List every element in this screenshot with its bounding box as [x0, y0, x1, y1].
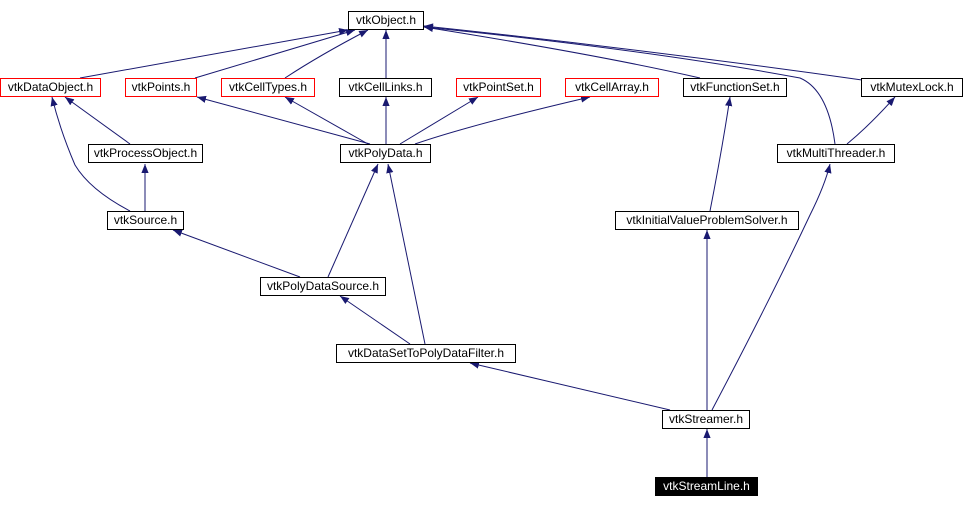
edge-celltypes-object: [284, 29, 369, 79]
node-vtkmutexlock[interactable]: vtkMutexLock.h: [861, 78, 963, 97]
edge-filter-polydata: [386, 163, 426, 345]
edge-polydata-cellarray: [414, 95, 591, 145]
edge-ivps-functionset: [709, 96, 733, 212]
node-vtkfunctionset[interactable]: vtkFunctionSet.h: [683, 78, 787, 97]
edge-polydata-pointset: [399, 96, 479, 145]
node-vtkinitialvalueproblemsolver[interactable]: vtkInitialValueProblemSolver.h: [615, 211, 799, 230]
edge-polydata-points: [196, 95, 371, 145]
node-vtkpolydata[interactable]: vtkPolyData.h: [340, 144, 431, 163]
node-vtkpointset[interactable]: vtkPointSet.h: [456, 78, 541, 97]
edge-functionset-object: [423, 24, 701, 79]
edge-polydatasource-polydata: [327, 163, 379, 278]
edge-multithreader-object: [423, 24, 836, 145]
edge-source-dataobject: [50, 96, 131, 212]
node-vtkstreamline-root: vtkStreamLine.h: [655, 477, 758, 496]
node-vtkcelltypes[interactable]: vtkCellTypes.h: [221, 78, 315, 97]
edge-streamer-filter: [469, 361, 671, 411]
node-vtksource[interactable]: vtkSource.h: [107, 211, 184, 230]
edge-multithreader-mutexlock: [846, 96, 896, 145]
node-vtkcellarray[interactable]: vtkCellArray.h: [565, 78, 659, 97]
edge-dataobject-object: [79, 28, 349, 79]
edge-points-object: [194, 29, 356, 79]
edge-polydata-celltypes: [284, 96, 369, 145]
edge-polydatasource-source: [172, 229, 301, 278]
node-vtkdataobject[interactable]: vtkDataObject.h: [0, 78, 101, 97]
node-vtkdatasettopolydatafilter[interactable]: vtkDataSetToPolyDataFilter.h: [336, 344, 516, 363]
edge-mutexlock-object: [423, 23, 863, 81]
node-vtkobject[interactable]: vtkObject.h: [348, 11, 424, 30]
node-vtkpoints[interactable]: vtkPoints.h: [125, 78, 197, 97]
node-vtkprocessobject[interactable]: vtkProcessObject.h: [88, 144, 203, 163]
edge-streamer-multithreader: [711, 163, 832, 411]
edge-processobject-dataobject: [64, 96, 131, 145]
node-vtkstreamer[interactable]: vtkStreamer.h: [662, 410, 750, 429]
edge-filter-polydatasource: [339, 295, 411, 345]
node-vtkpolydatasource[interactable]: vtkPolyDataSource.h: [260, 277, 386, 296]
node-vtkcelllinks[interactable]: vtkCellLinks.h: [339, 78, 432, 97]
node-vtkmultithreader[interactable]: vtkMultiThreader.h: [777, 144, 895, 163]
